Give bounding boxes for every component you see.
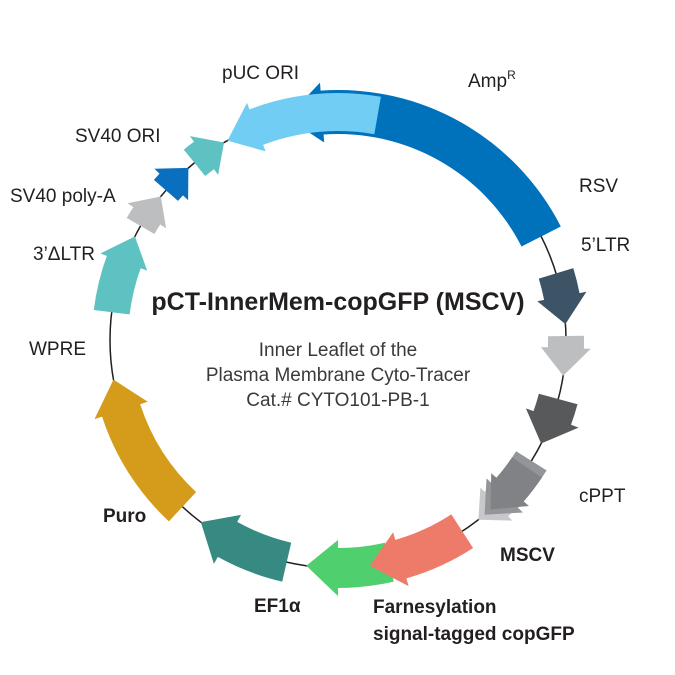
subtitle-line-2: Plasma Membrane Cyto-Tracer <box>206 365 471 386</box>
feature-label-copgfp: Farnesylation <box>373 597 497 618</box>
feature-label-puro: Puro <box>103 506 146 527</box>
feature-arrow-mscv <box>369 514 474 587</box>
feature-label-ampr: AmpR <box>468 68 516 92</box>
feature-arrow-ltr3 <box>126 196 167 234</box>
subtitle-line-3: Cat.# CYTO101-PB-1 <box>246 390 429 411</box>
feature-arrow-g1 <box>490 457 542 510</box>
feature-arrow-ef1a <box>200 514 292 582</box>
feature-label-mscv: MSCV <box>500 545 555 566</box>
feature-label-rsv: RSV <box>579 176 618 197</box>
feature-arrow-copgfp <box>306 540 394 596</box>
feature-label-wpre: WPRE <box>29 339 86 360</box>
feature-label-sv40ori: SV40 ORI <box>75 126 161 147</box>
feature-label-ltr5: 5’LTR <box>581 235 630 256</box>
feature-arrow-sv40ori <box>183 136 224 176</box>
feature-label-puc: pUC ORI <box>222 63 299 84</box>
feature-label-sup-ampr: R <box>507 68 516 82</box>
feature-label-polya: SV40 poly-A <box>10 186 116 207</box>
feature-arrow-polya <box>153 167 189 201</box>
feature-arrow-puro <box>94 379 197 522</box>
feature-arrow-big <box>525 393 579 444</box>
feature-arrow-ltr5 <box>540 335 591 376</box>
feature-arrow-wpre <box>93 236 148 315</box>
plasmid-title: pCT-InnerMem-copGFP (MSCV) <box>151 288 524 316</box>
subtitle-line-1: Inner Leaflet of the <box>259 340 417 361</box>
feature-label-ltr3: 3’ΔLTR <box>33 244 95 265</box>
feature-arrow-rsv <box>537 268 587 325</box>
feature-label-cppt: cPPT <box>579 486 626 507</box>
feature-label-copgfp-line2: signal-tagged copGFP <box>373 624 575 645</box>
feature-arrow-puc <box>227 93 381 152</box>
feature-label-ef1a: EF1α <box>254 596 301 617</box>
